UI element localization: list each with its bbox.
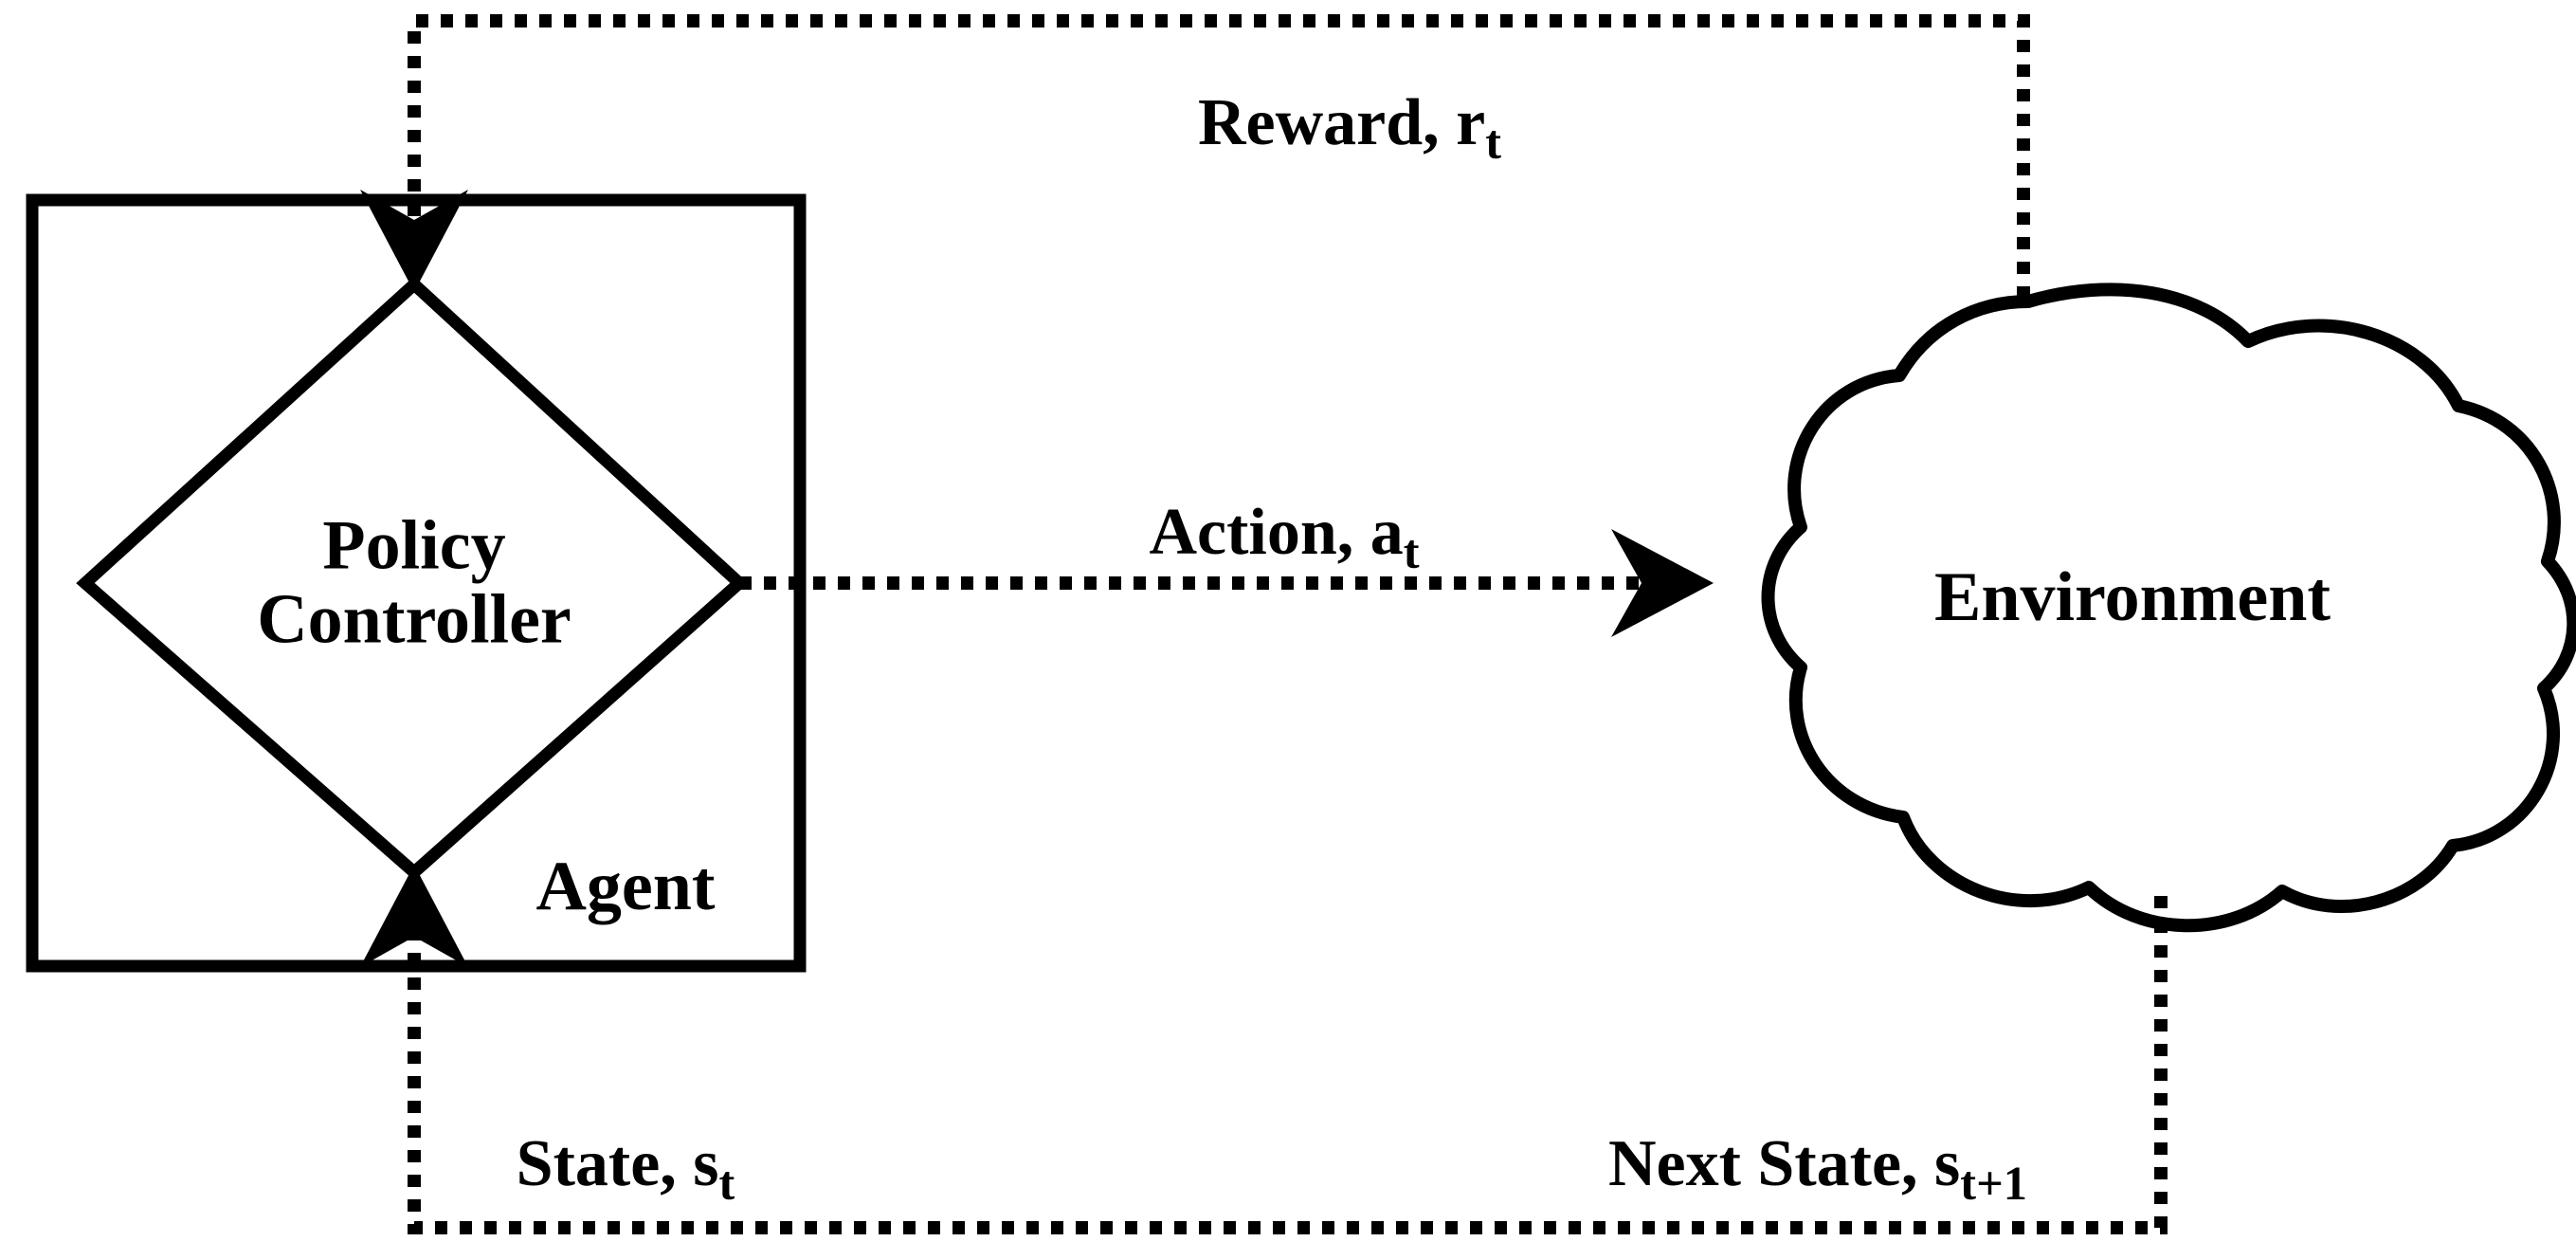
reward-edge-line <box>408 14 2030 299</box>
policy-controller-label: Policy Controller <box>257 506 571 659</box>
next-state-edge-label-subscript: t+1 <box>1960 1156 2027 1210</box>
environment-cloud <box>1761 283 2576 933</box>
reward-arrowhead-icon <box>360 190 468 292</box>
environment-label: Environment <box>1933 557 2331 636</box>
policy-controller-label-line1: Policy <box>322 506 506 585</box>
state-edge-label: State, st <box>516 1126 735 1207</box>
agent-label: Agent <box>535 847 716 925</box>
state-edge-label-text: State, s <box>516 1126 719 1200</box>
reward-edge-label: Reward, rt <box>1197 85 1501 166</box>
action-arrowhead-icon <box>1611 529 1714 637</box>
next-state-edge-label: Next State, st+1 <box>1608 1126 2027 1207</box>
next-state-edge-label-text: Next State, s <box>1608 1126 1961 1200</box>
action-edge-label-text: Action, a <box>1149 495 1404 569</box>
state-arrowhead-icon <box>360 865 468 967</box>
reward-edge-label-text: Reward, r <box>1197 85 1486 159</box>
action-edge-label: Action, at <box>1149 495 1419 575</box>
action-edge-label-subscript: t <box>1403 524 1420 578</box>
policy-controller-label-line2: Controller <box>257 581 571 659</box>
state-edge-label-subscript: t <box>718 1156 735 1210</box>
reward-edge-label-subscript: t <box>1485 115 1502 169</box>
